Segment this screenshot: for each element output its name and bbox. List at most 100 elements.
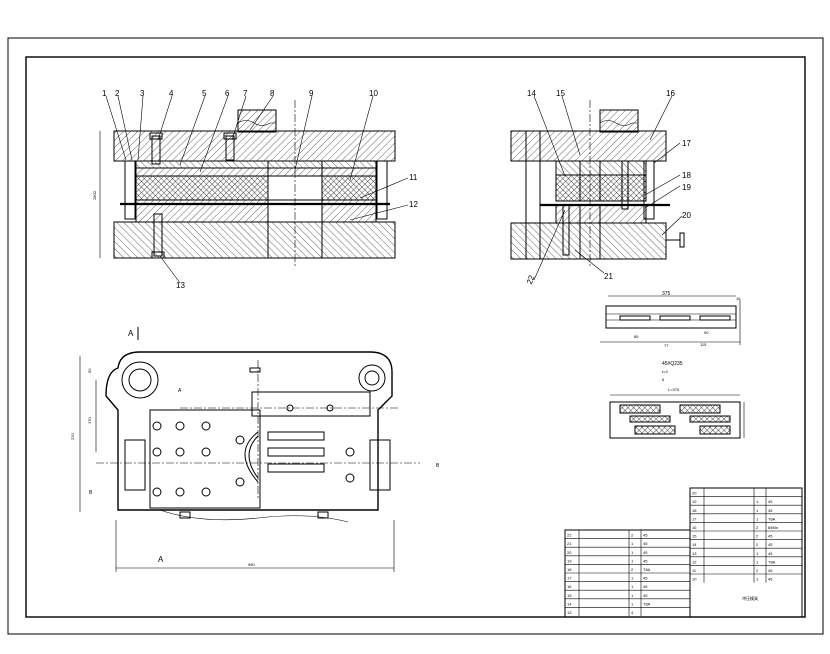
front-section-view: 2800 1 2 3 4 5 6 7 8 9 (92, 89, 418, 290)
table-cell: 20 (567, 550, 572, 555)
label-14: 14 (527, 89, 536, 98)
table-cell: 19 (567, 558, 572, 563)
label-18: 18 (682, 171, 691, 180)
table-cell: 45 (768, 568, 773, 573)
label-11: 11 (409, 173, 418, 182)
label-3: 3 (140, 89, 145, 98)
table-cell: 45 (768, 551, 773, 556)
table-cell: 17 (692, 516, 697, 521)
label-20: 20 (682, 211, 691, 220)
table-cell: 2 (756, 534, 759, 539)
table-cell: T8A (768, 559, 776, 564)
table-cell: 45 (643, 558, 648, 563)
table-cell: T8A (768, 516, 776, 521)
dim-77: 77 (664, 343, 669, 348)
dim-580: 580 (248, 562, 255, 567)
table-cell: 1 (756, 559, 759, 564)
svg-text:2800: 2800 (92, 190, 97, 200)
table-cell: 17 (567, 576, 572, 581)
table-cell: 1 (631, 593, 634, 598)
dim-50: 50 (704, 330, 709, 335)
table-cell: 45 (768, 499, 773, 504)
table-cell: 21 (567, 541, 572, 546)
label-16: 16 (666, 89, 675, 98)
dim-85: 85 (634, 334, 639, 339)
table-cell: 45 (768, 577, 773, 582)
label-1: 1 (102, 89, 107, 98)
table-cell: 2 (756, 542, 759, 547)
table-cell: 65Mn (768, 525, 778, 530)
dim-375-mid: L=375 (668, 387, 680, 392)
section-a-bottom: A (158, 555, 164, 564)
label-19: 19 (682, 183, 691, 192)
table-cell: 12 (692, 559, 697, 564)
inner-border (25, 56, 806, 618)
label-8: 8 (270, 89, 275, 98)
outer-border (7, 37, 824, 635)
label-6: 6 (225, 89, 230, 98)
table-cell: 1 (756, 516, 759, 521)
table-cell: 4 (631, 610, 634, 615)
table-cell: 45 (643, 541, 648, 546)
section-b-right: B (436, 463, 440, 469)
table-cell: 2 (756, 525, 759, 530)
table-cell: 1 (631, 576, 634, 581)
section-a1: A (128, 329, 134, 338)
dim-220: 220 (70, 433, 75, 440)
dim-50-left: 50 (87, 368, 92, 373)
table-cell: 1 (631, 584, 634, 589)
dim-170: 170 (87, 417, 92, 424)
label-4: 4 (169, 89, 174, 98)
table-cell: 11 (692, 568, 697, 573)
table-cell: 1 (756, 508, 759, 513)
strip-layout: 375 15 85 77 115 50 45#Q235 t=4 6 L=375 (600, 291, 745, 439)
table-cell: 2 (756, 568, 759, 573)
table-cell: 18 (567, 567, 572, 572)
table-cell: 45 (643, 576, 648, 581)
table-cell: 16 (567, 584, 572, 589)
table-cell: T8A (643, 567, 651, 572)
label-15: 15 (556, 89, 565, 98)
table-cell: 1 (631, 550, 634, 555)
title-name: 冲压模具 (742, 595, 758, 601)
note-spec1: t=4 (662, 369, 668, 374)
dim-115: 115 (700, 342, 707, 347)
label-2: 2 (115, 89, 120, 98)
table-cell: 45 (768, 542, 773, 547)
table-cell: 1 (631, 601, 634, 606)
table-cell: 2 (631, 567, 634, 572)
table-cell: 14 (692, 542, 697, 547)
label-21: 21 (604, 272, 613, 281)
table-cell: 45 (768, 508, 773, 513)
table-cell: 15 (567, 593, 572, 598)
table-cell: 1 (631, 558, 634, 563)
label-22: 22 (525, 274, 537, 286)
table-cell: 22 (567, 533, 572, 538)
dim-375-top: 375 (662, 291, 671, 297)
label-9: 9 (309, 89, 314, 98)
label-10: 10 (369, 89, 378, 98)
section-b-left: B (89, 490, 93, 496)
table-cell: 45 (643, 533, 648, 538)
table-cell: 45 (643, 584, 648, 589)
label-13: 13 (176, 281, 185, 290)
label-7: 7 (243, 89, 248, 98)
plan-view: 220 170 50 580 A B B A A (70, 327, 440, 572)
table-cell: 20 (692, 491, 697, 496)
table-cell: 1 (756, 577, 759, 582)
table-cell: 19 (692, 499, 697, 504)
table-cell: 16 (692, 525, 697, 530)
section-a-top: A (178, 388, 182, 394)
label-17: 17 (682, 139, 691, 148)
table-cell: 1 (756, 499, 759, 504)
label-12: 12 (409, 200, 418, 209)
table-cell: 15 (692, 534, 697, 539)
label-5: 5 (202, 89, 207, 98)
note-spec2: 6 (662, 377, 665, 382)
note-material: 45#Q235 (662, 361, 683, 367)
table-cell: 18 (692, 508, 697, 513)
table-cell: 1 (631, 541, 634, 546)
table-cell: 13 (692, 551, 697, 556)
